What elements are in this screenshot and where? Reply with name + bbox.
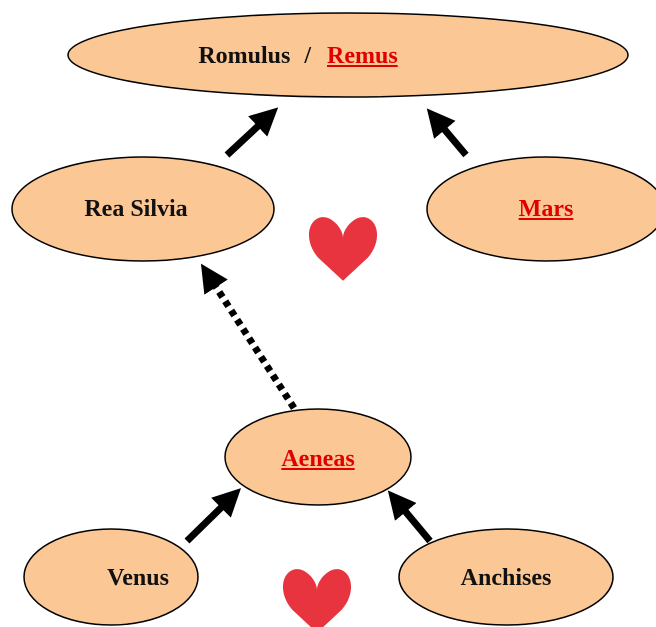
heart-icon xyxy=(308,217,378,281)
name-separator: / xyxy=(304,43,312,69)
heart-icon xyxy=(282,569,352,627)
mars-link[interactable]: Mars xyxy=(518,196,574,222)
arrow-anchises-to-aeneas xyxy=(387,490,433,544)
romulus-text: Romulus xyxy=(198,43,291,69)
aeneas-link[interactable]: Aeneas xyxy=(281,446,355,472)
arrow-rea-silvia-to-romulus xyxy=(224,107,279,158)
anchises-label: Anchises xyxy=(460,565,552,591)
arrow-mars-to-romulus xyxy=(426,108,469,158)
romulus-remus-label: Romulus / Remus xyxy=(198,44,397,68)
node-romulus-remus xyxy=(67,12,629,98)
arrow-venus-to-aeneas xyxy=(184,488,242,544)
arrow-aeneas-to-rea-silvia xyxy=(200,263,297,410)
node-rea-silvia xyxy=(11,156,275,262)
rea-silvia-label: Rea Silvia xyxy=(84,196,188,222)
node-anchises xyxy=(398,528,614,626)
node-mars xyxy=(426,156,656,262)
remus-link[interactable]: Remus xyxy=(327,43,398,69)
node-venus xyxy=(23,528,199,626)
venus-label: Venus xyxy=(107,565,169,591)
node-aeneas xyxy=(224,408,412,506)
